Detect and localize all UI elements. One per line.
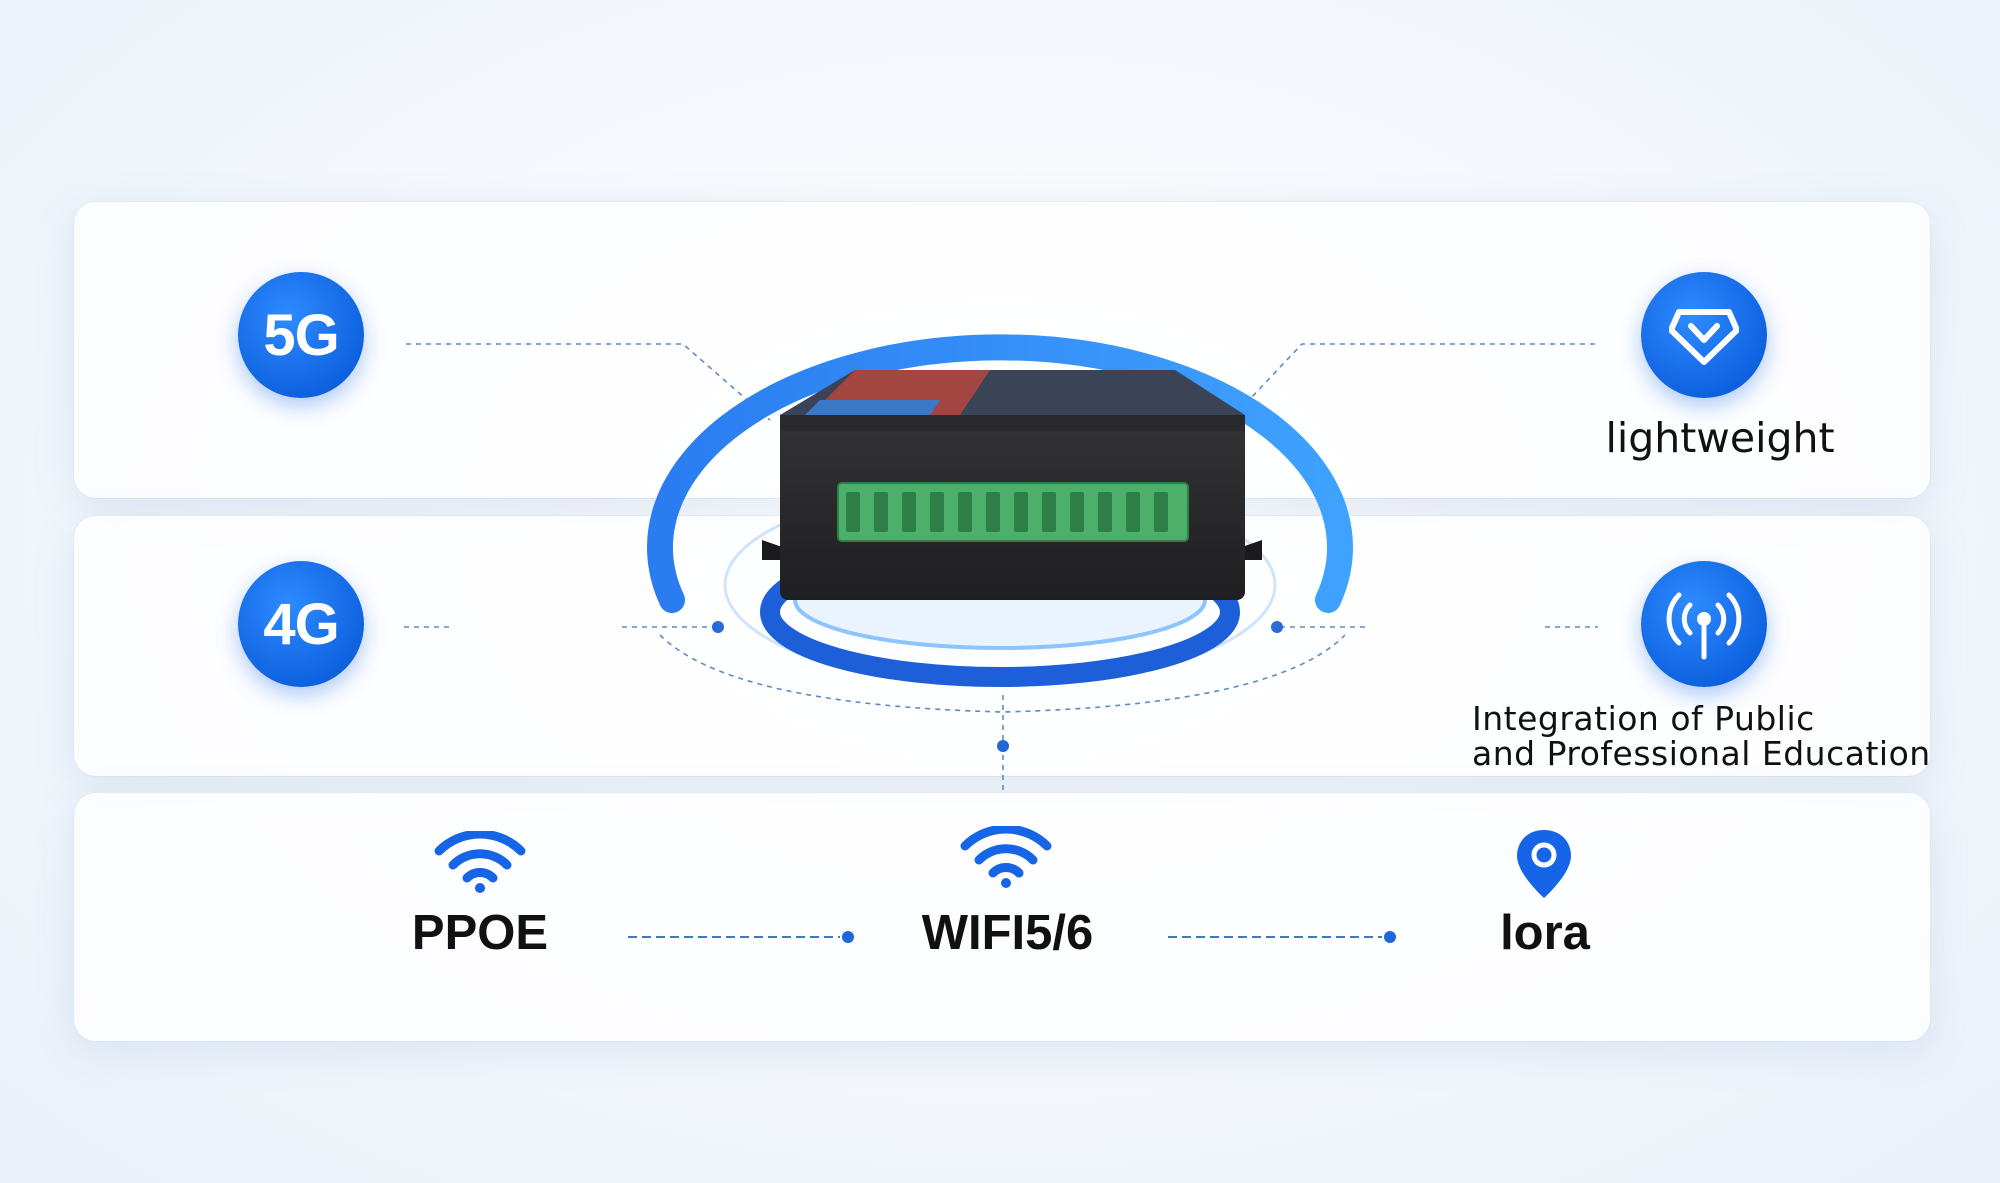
lightweight-cube-icon bbox=[1641, 272, 1767, 398]
5g-label: 5G bbox=[263, 302, 339, 368]
wifi-icon bbox=[960, 826, 1052, 888]
signal-broadcast-icon bbox=[1641, 561, 1767, 687]
lora-label: lora bbox=[1500, 906, 1590, 960]
integration-line1: Integration of Public bbox=[1472, 699, 1815, 738]
location-pin-icon bbox=[1517, 830, 1571, 898]
connectivity-panel bbox=[74, 793, 1930, 1041]
integration-label: Integration of Public and Professional E… bbox=[1472, 701, 1931, 771]
lightweight-label: lightweight bbox=[1605, 414, 1835, 462]
wifi-label: WIFI5/6 bbox=[921, 906, 1094, 960]
integration-line2: and Professional Education bbox=[1472, 734, 1931, 773]
4g-badge: 4G bbox=[238, 561, 364, 687]
5g-badge: 5G bbox=[238, 272, 364, 398]
4g-label: 4G bbox=[263, 591, 339, 657]
wifi-icon bbox=[434, 831, 526, 893]
ppoe-label: PPOE bbox=[411, 906, 549, 960]
